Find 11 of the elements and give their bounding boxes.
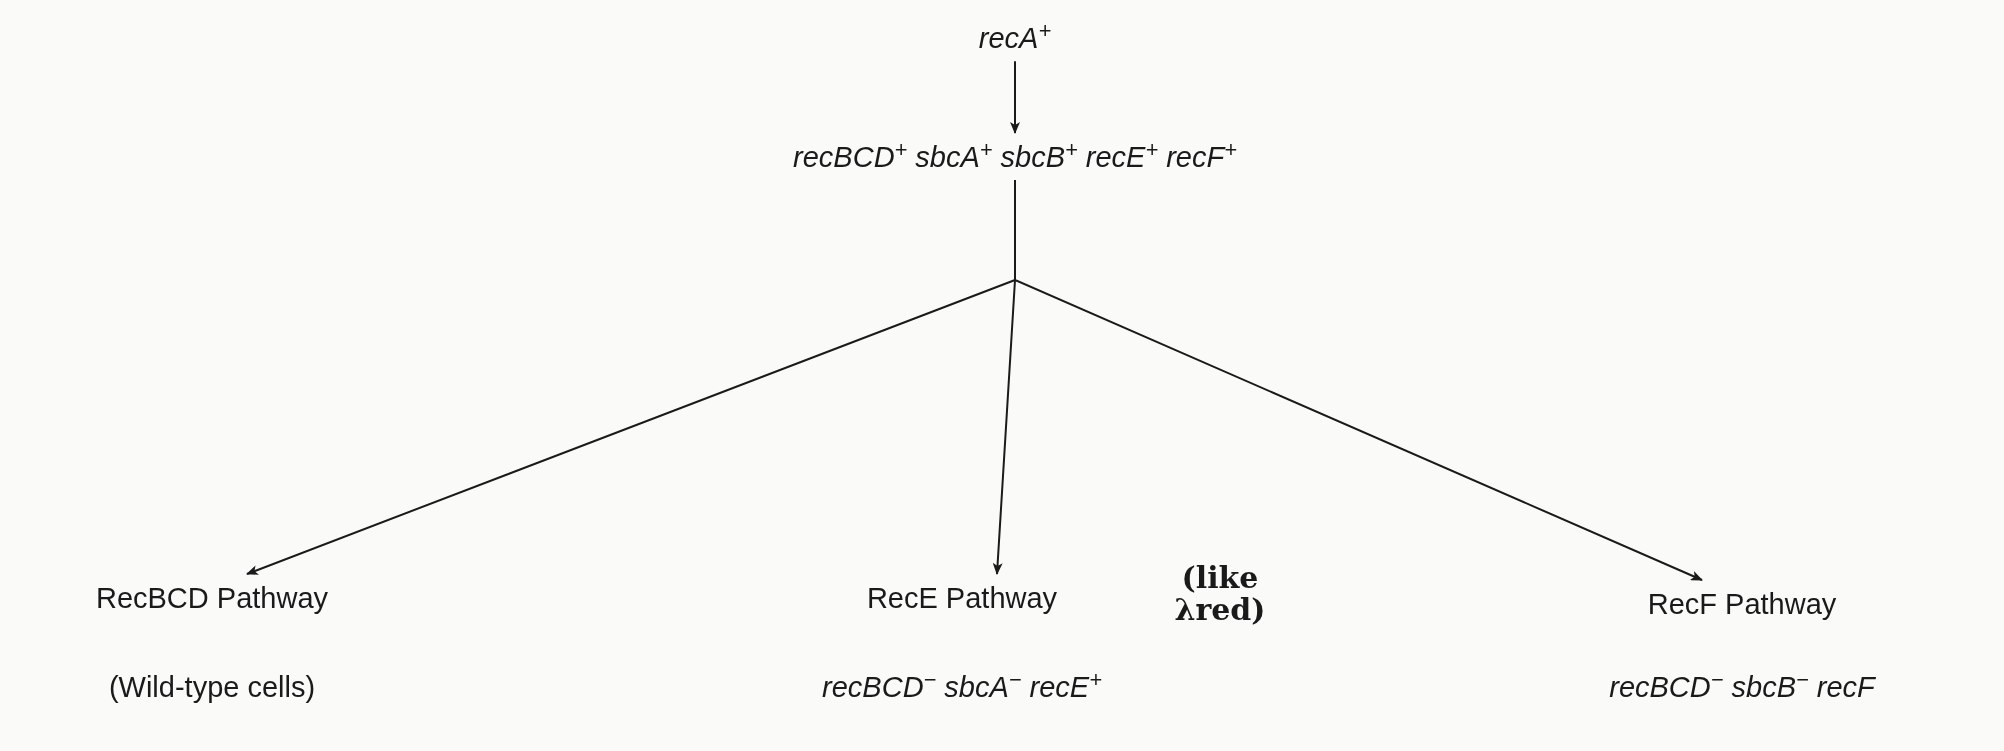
node-label: RecE Pathway	[866, 582, 1058, 616]
node-label: recBCD$^{+}$ sbcA$^{+}$ sbcB$^{+}$ recE$^{+}$ recF$^{+}$	[793, 141, 1237, 175]
arrow	[1010, 60, 1020, 134]
node-label: RecF Pathway	[1647, 588, 1837, 622]
node-note: (Wild-type cells)	[108, 671, 316, 705]
node-note: recBCD$^{−}$ sbcA$^{−}$ recE$^{+}$	[822, 671, 1102, 705]
node-note: recBCD$^{−}$ sbcB$^{−}$ recF	[1609, 671, 1875, 705]
node-label: RecBCD Pathway	[95, 582, 329, 616]
handwritten-note: (like λred)	[1173, 562, 1267, 625]
node-label: recA$^{+}$	[978, 22, 1052, 56]
arrow	[1014, 179, 1703, 581]
